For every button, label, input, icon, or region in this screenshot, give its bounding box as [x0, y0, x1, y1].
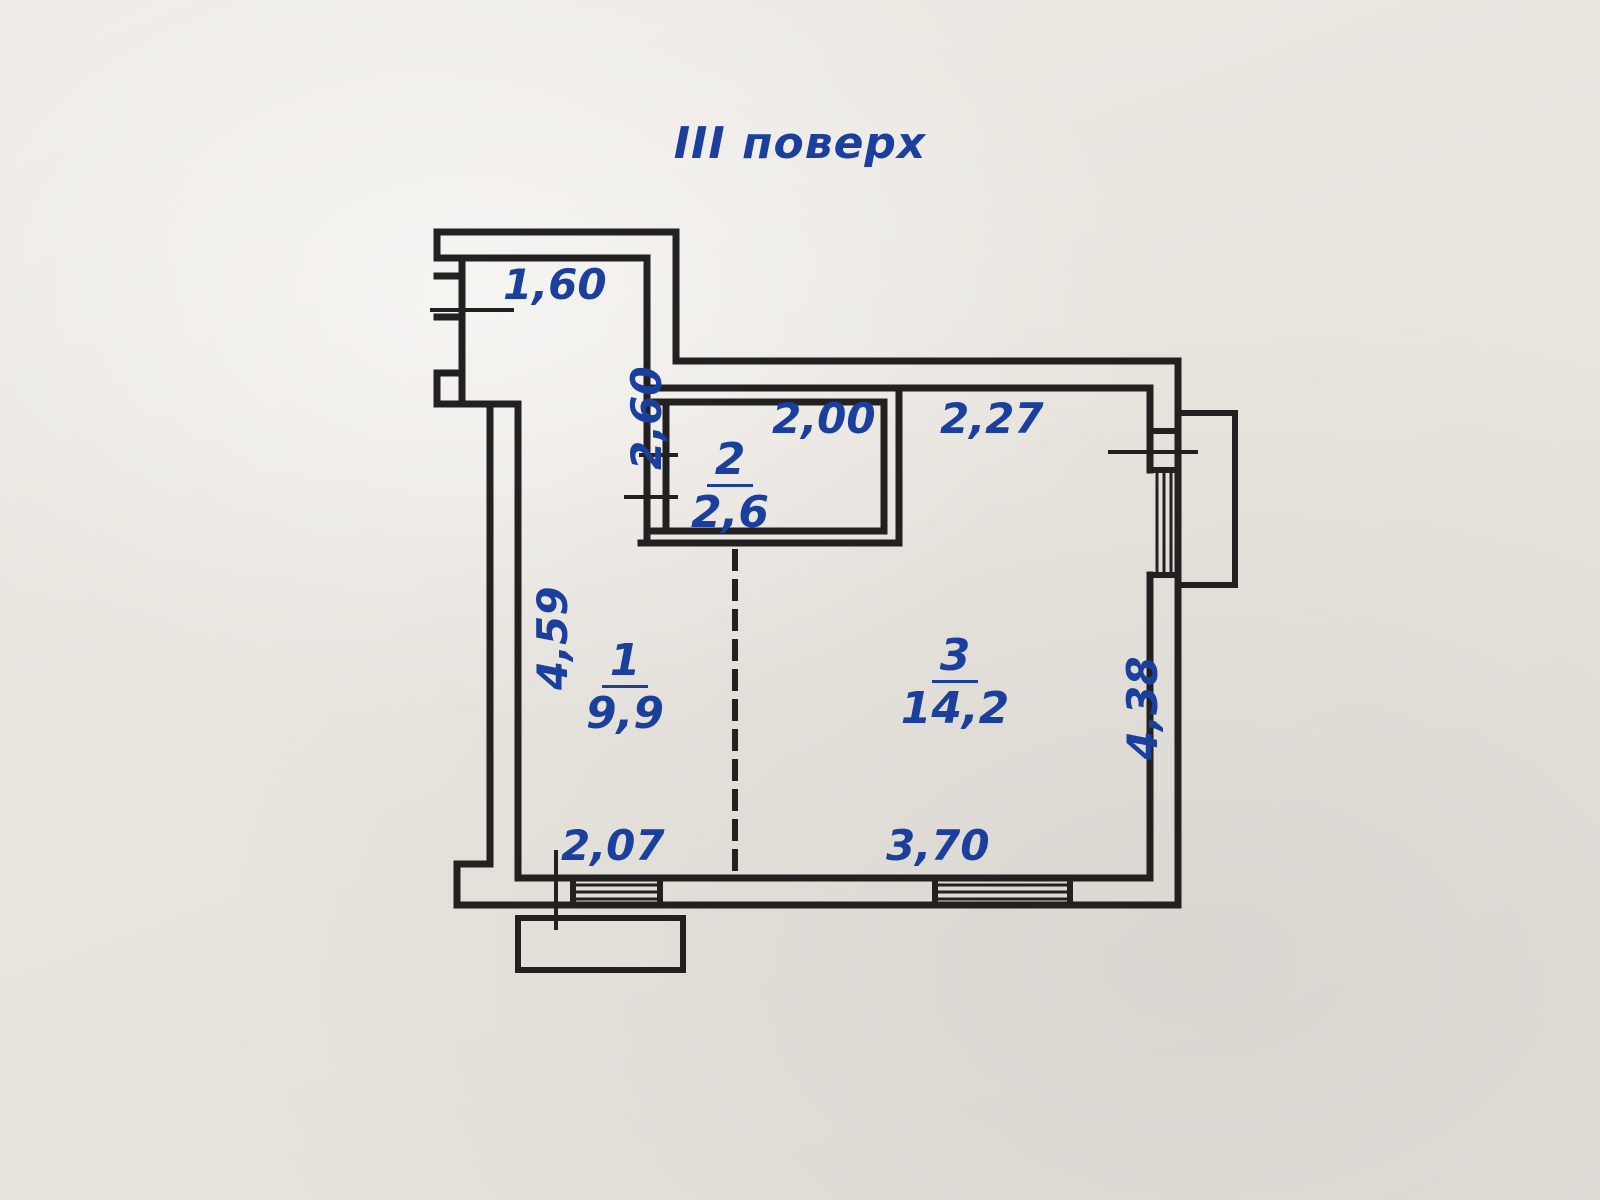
bottom-balcony-outline — [515, 915, 686, 973]
dimension-label-2-60: 2,60 — [622, 366, 671, 470]
room-tag-1: 1 9,9 — [565, 637, 685, 740]
room-number-1: 1 — [602, 637, 648, 689]
entry-niche — [433, 272, 466, 321]
dimension-label-4-38: 4,38 — [1118, 656, 1167, 760]
room-number-2: 2 — [707, 436, 753, 488]
outer-wall-path — [433, 228, 1182, 909]
dimension-tick-lines — [430, 308, 1198, 930]
page-title: III поверх — [673, 118, 927, 169]
room-tag-3: 3 14,2 — [890, 632, 1020, 735]
dimension-label-2-27: 2,27 — [940, 394, 1044, 443]
dimension-label-2-00: 2,00 — [772, 394, 876, 443]
room-tag-2: 2 2,6 — [675, 436, 785, 539]
room-number-3: 3 — [932, 632, 978, 684]
wall-outline — [430, 228, 1238, 973]
dimension-label-1-60: 1,60 — [503, 260, 607, 309]
right-balcony-outline — [1175, 410, 1238, 588]
room-area-2: 2,6 — [691, 487, 769, 539]
right-window-glazing — [1155, 468, 1173, 577]
room-area-3: 14,2 — [900, 683, 1010, 735]
bottom-window-left-glazing — [571, 883, 662, 901]
inner-wall-left — [458, 313, 522, 868]
room-area-1: 9,9 — [586, 688, 664, 740]
dimension-label-2-07: 2,07 — [561, 821, 665, 870]
dimension-label-3-70: 3,70 — [886, 821, 990, 870]
bottom-window-right-glazing — [933, 883, 1072, 901]
